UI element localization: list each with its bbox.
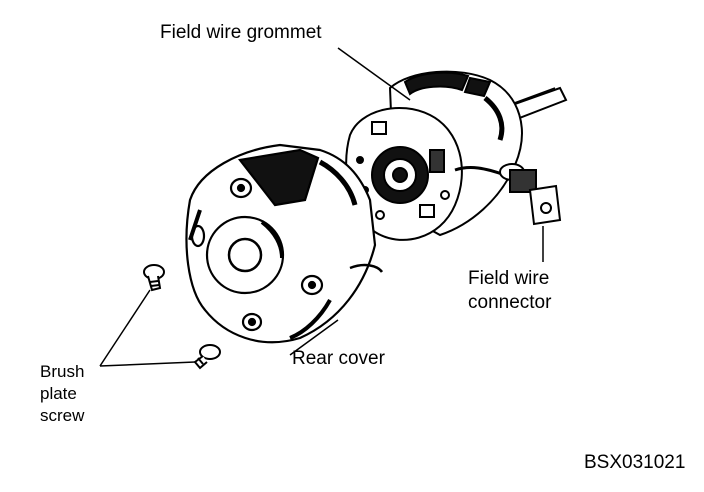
screw-upper <box>143 264 165 292</box>
leader-lines <box>99 47 544 367</box>
label-field-wire-connector-line1: Field wire <box>468 268 550 289</box>
label-brush-plate-screw-line1: Brush <box>40 362 85 381</box>
label-rear-cover: Rear cover <box>292 348 385 369</box>
brush-plate <box>345 107 463 241</box>
label-brush-plate-screw-line3: screw <box>40 406 85 425</box>
figure-code: BSX031021 <box>584 452 686 473</box>
label-field-wire-grommet: Field wire grommet <box>160 22 322 43</box>
screw-lower <box>193 344 221 370</box>
rear-cover-part <box>185 143 384 344</box>
label-brush-plate-screw-line2: plate <box>40 384 77 403</box>
label-field-wire-connector-line2: connector <box>468 292 552 313</box>
field-wire-connector-part <box>454 163 562 226</box>
